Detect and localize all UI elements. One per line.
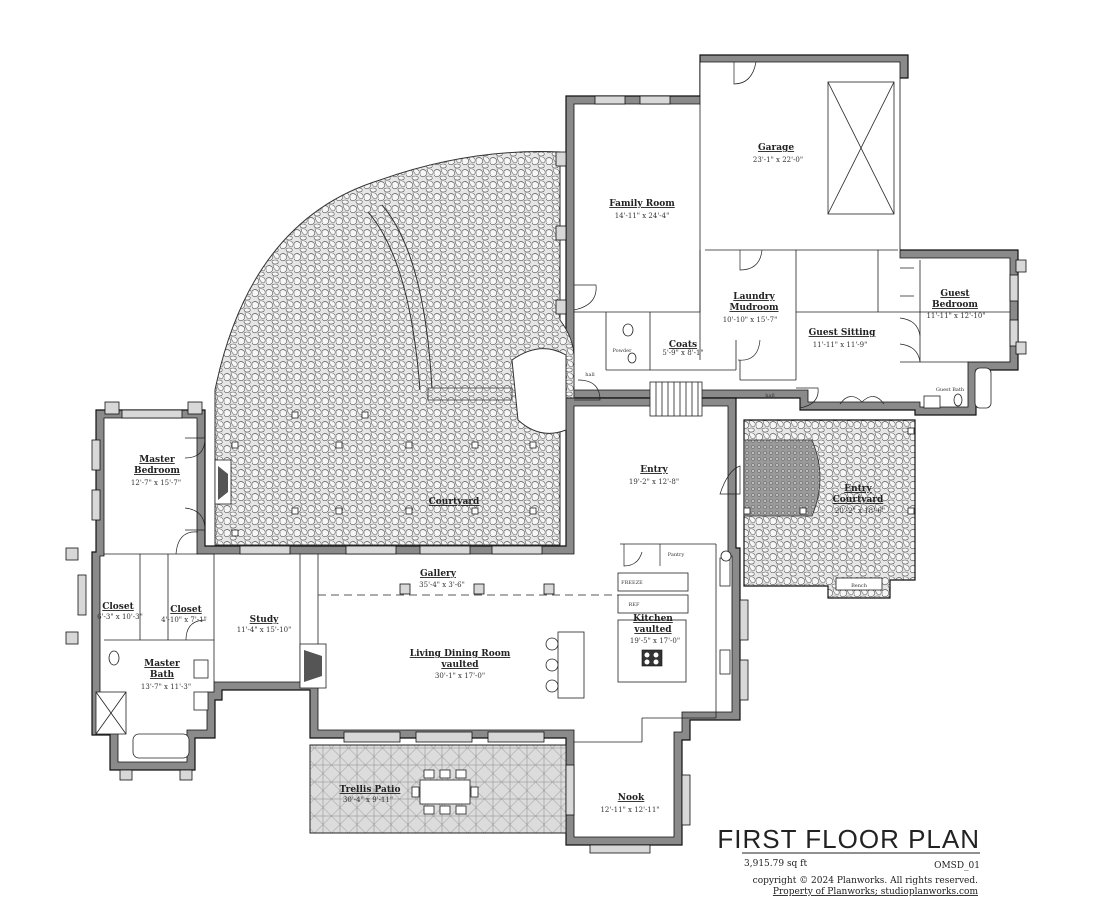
fridge-label: REF (629, 602, 640, 608)
windows (65, 95, 1027, 854)
living-name-2: vaulted (440, 660, 479, 670)
copyright-text: copyright © 2024 Planworks. All rights r… (753, 876, 978, 886)
master-bedroom-dims: 12'-7" x 15'-7" (131, 479, 181, 487)
closet-right-name: Closet (170, 605, 202, 615)
kitchen-name-1: Kitchen (633, 614, 673, 624)
title-block: FIRST FLOOR PLAN 3,915.79 sq ft OMSD_01 … (717, 824, 980, 897)
guest-bedroom-dims: 11'-11" x 12'-10" (926, 312, 985, 320)
garage-elements (733, 61, 895, 215)
entry-courtyard-name-2: Courtyard (833, 495, 884, 505)
guest-sitting-dims: 11'-11" x 11'-9" (813, 341, 868, 349)
hall-left-name: hall (585, 372, 595, 378)
kitchen-dims: 19'-5" x 17'-0" (630, 637, 680, 645)
kitchen-name-2: vaulted (633, 625, 672, 635)
trellis-patio-paving (309, 744, 567, 834)
master-bedroom-name-1: Master (139, 455, 175, 465)
gallery-name: Gallery (420, 569, 457, 579)
study-name: Study (250, 615, 279, 625)
garage-dims: 23'-1" x 22'-0" (753, 156, 803, 164)
master-bedroom-name-2: Bedroom (134, 466, 180, 476)
bath-fixtures (95, 323, 992, 759)
room-labels: Garage 23'-1" x 22'-0" Family Room 14'-1… (97, 143, 985, 814)
plan-title: FIRST FLOOR PLAN (717, 824, 980, 854)
garage-name: Garage (758, 143, 794, 153)
entry-courtyard-dims: 20'-2" x 18'-6" (835, 507, 885, 515)
laundry-name-1: Laundry (733, 292, 775, 302)
hall-right-name: hall (765, 393, 775, 399)
doors (175, 249, 921, 641)
pantry-label: Pantry (668, 552, 685, 558)
courtyard-piers (231, 411, 537, 537)
property-text: Property of Planworks; studioplanworks.c… (773, 887, 979, 897)
entry-dims: 19'-2" x 12'-8" (629, 478, 679, 486)
gallery-dims: 35'-4" x 3'-6" (419, 581, 465, 589)
fireplaces (214, 459, 327, 689)
closet-left-dims: 6'-3" x 10'-3" (97, 613, 143, 621)
nook-name: Nook (618, 793, 645, 803)
guest-sitting-name: Guest Sitting (809, 328, 877, 338)
guest-bedroom-name-1: Guest (940, 289, 970, 299)
master-bath-name-2: Bath (150, 670, 175, 680)
closet-right-dims: 4'-10" x 7'-1" (161, 616, 207, 624)
bench-label: Bench (851, 583, 868, 589)
plan-code: OMSD_01 (934, 861, 980, 871)
courtyard-paving (214, 151, 575, 546)
courtyard-name: Courtyard (429, 497, 480, 507)
guest-bedroom-name-2: Bedroom (932, 300, 978, 310)
study-dims: 11'-4" x 15'-10" (237, 626, 292, 634)
living-name-1: Living Dining Room (410, 649, 511, 659)
powder-name: Powder (612, 348, 632, 354)
laundry-name-2: Mudroom (729, 303, 779, 313)
trellis-patio-name: Trellis Patio (340, 785, 401, 795)
entry-courtyard-name-1: Entry (844, 484, 872, 494)
interior-walls (104, 104, 1010, 743)
coats-dims: 5'-9" x 8'-1" (662, 349, 703, 357)
living-dims: 30'-1" x 17'-0" (435, 672, 485, 680)
laundry-dims: 10'-10" x 15'-7" (723, 316, 778, 324)
trellis-patio-dims: 30'-4" x 9'-11" (343, 796, 393, 804)
coats-name: Coats (669, 340, 697, 350)
plan-area: 3,915.79 sq ft (744, 859, 808, 869)
entry-courtyard-paving (743, 419, 916, 599)
freezer-label: FREEZE (621, 580, 643, 586)
kitchen-fixtures (545, 544, 732, 699)
master-bath-name-1: Master (144, 659, 180, 669)
guest-bath-name: Guest Bath (936, 387, 965, 393)
family-room-name: Family Room (609, 199, 675, 209)
closet-left-name: Closet (102, 602, 134, 612)
master-bath-dims: 13'-7" x 11'-3" (141, 683, 191, 691)
family-room-dims: 14'-11" x 24'-4" (615, 212, 670, 220)
entry-name: Entry (640, 465, 668, 475)
exterior-walls (91, 54, 1019, 846)
nook-dims: 12'-11" x 12'-11" (600, 806, 659, 814)
